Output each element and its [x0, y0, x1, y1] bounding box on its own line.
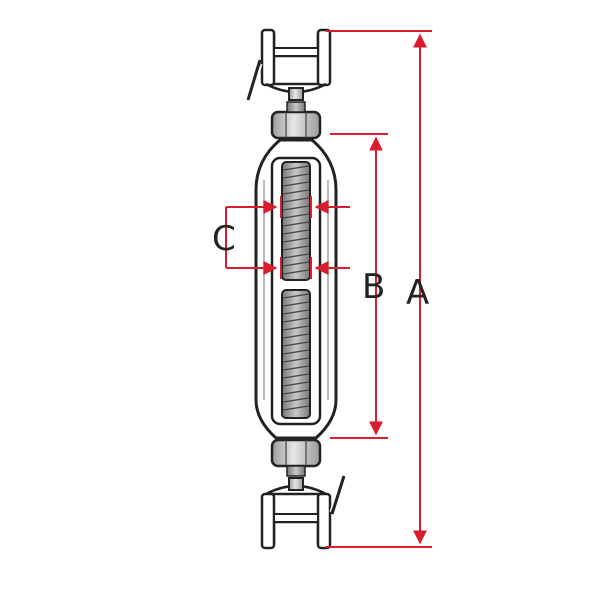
dimension-label-c: C [212, 219, 236, 259]
dimension-c [225, 196, 350, 279]
bottom-jaw [260, 475, 346, 550]
dimension-a [326, 30, 432, 548]
bottom-nut [270, 438, 322, 477]
top-nut [270, 101, 322, 140]
dimension-b [330, 133, 388, 439]
upper-thread [281, 161, 311, 281]
lower-thread [281, 289, 311, 419]
top-jaw [246, 28, 332, 101]
dimension-label-b: B [362, 267, 386, 307]
dimension-label-a: A [406, 273, 430, 313]
